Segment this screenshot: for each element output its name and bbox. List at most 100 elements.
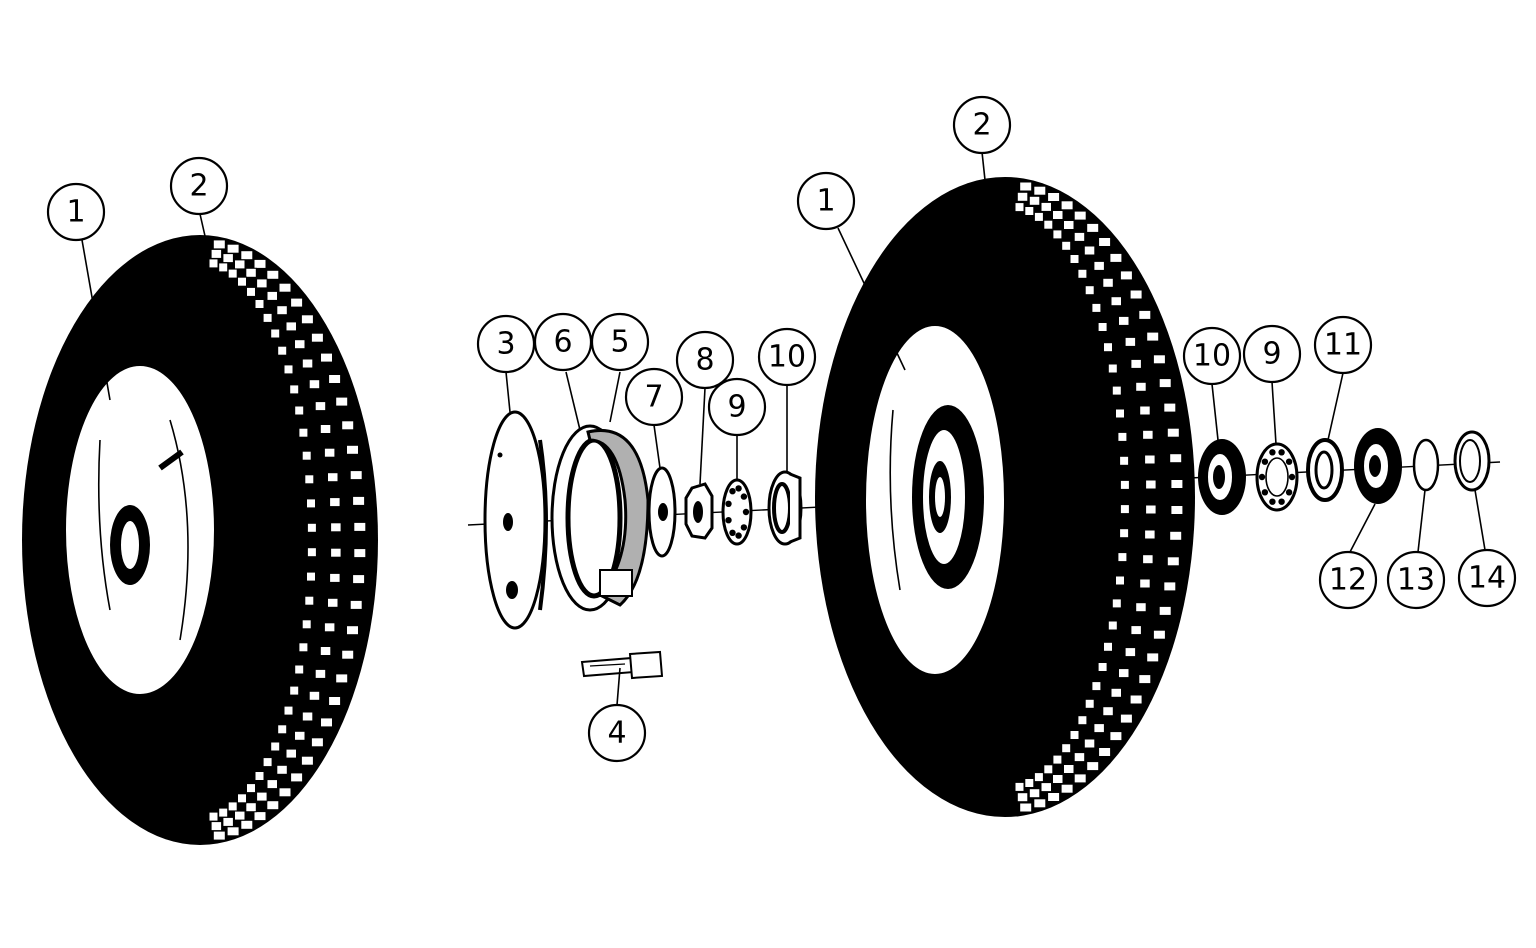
tread-block [262,312,273,323]
part-5-brake-shoe [586,429,650,607]
tread-block [237,276,247,287]
svg-text:10: 10 [768,340,806,375]
tread-block [320,717,333,728]
svg-text:2: 2 [972,108,991,143]
tread-block [245,802,257,813]
tread-block [1163,402,1177,413]
tread-block [1170,479,1184,489]
tread-block [1119,713,1133,724]
tread-block [1098,237,1112,247]
svg-text:9: 9 [1262,337,1281,372]
tread-block [304,474,315,485]
tread-block [277,724,288,735]
tread-block [308,690,321,701]
part-9-bearing-cage-right [1255,442,1299,512]
svg-text:9: 9 [727,390,746,425]
tread-block [1166,427,1180,438]
tread-block [1033,211,1044,222]
tread-block [262,757,273,768]
tread-block [289,685,300,696]
tread-block [306,498,316,509]
tread-block [1014,202,1025,213]
bearing-ball [725,500,732,507]
tread-block [270,328,281,339]
tread-block [1139,405,1151,416]
tread-block [212,830,226,841]
tread-block [1103,342,1113,353]
tread-block [253,258,267,269]
tread-block [289,384,300,395]
bearing-ball [1269,449,1276,456]
svg-text:10: 10 [1193,339,1231,374]
tread-block [1129,289,1143,300]
svg-text:13: 13 [1397,563,1435,598]
bearing-ball [740,524,748,531]
tread-block [1163,581,1177,592]
tread-block [253,811,267,822]
tread-block [1052,229,1063,240]
tread-block [210,821,223,832]
bearing-ball [1288,473,1296,481]
callout-5: 5 [590,312,650,372]
callout-10-right: 10 [1182,326,1242,386]
tread-block [1098,747,1112,757]
tread-block [290,772,304,783]
tread-block [1124,647,1137,658]
tread-block [1028,788,1041,799]
bearing-ball [1278,449,1285,456]
left-valve-stem [158,449,184,471]
tread-block [1073,752,1086,763]
tread-block [234,259,246,270]
part-3-backing-plate [483,410,548,630]
tread-block [1142,554,1154,565]
svg-text:4: 4 [607,716,626,751]
tread-block [1109,731,1123,742]
tread-block [240,250,254,261]
tread-block [1117,552,1128,563]
tread-block [1052,774,1064,784]
callout-12: 12 [1318,550,1378,610]
tread-block [1146,652,1160,663]
bearing-ball [742,508,750,516]
bearing-ball [1285,489,1293,496]
svg-text:1: 1 [66,195,85,230]
left-tire-tread [208,239,367,841]
tread-block [349,599,363,610]
tread-block [234,810,246,821]
tread-block [218,262,229,273]
right-wheel [815,177,1195,817]
tread-block [298,427,309,438]
tread-block [283,364,294,375]
tread-block [328,374,342,384]
tread-block [1158,378,1172,389]
tread-block [1169,453,1183,464]
tread-block [1119,455,1130,466]
tread-block [1063,220,1075,230]
bearing-ball [1278,498,1285,505]
tread-block [294,664,305,675]
tread-block [304,595,315,606]
left-rim-groove [169,419,189,641]
svg-text:2: 2 [189,169,208,204]
leader-lines [81,151,1486,706]
tread-block [212,239,226,250]
tread-block [301,450,312,461]
tread-block [346,625,359,636]
tread-block [1107,620,1118,631]
tread-block [1019,802,1033,813]
bearing-ball [1285,458,1293,465]
tread-block [1091,681,1102,692]
tread-block [327,597,339,608]
tread-block [276,764,288,775]
tread-block [285,748,297,759]
tread-block [301,358,314,369]
tread-block [1040,201,1052,212]
tread-block [1024,778,1035,788]
tread-block [1124,336,1137,347]
right-tire-tread [1014,181,1184,813]
tread-block [1118,315,1130,326]
tread-block [1063,764,1075,774]
tread-block [1130,625,1142,636]
tread-block [246,286,256,297]
tread-block [1073,231,1086,242]
